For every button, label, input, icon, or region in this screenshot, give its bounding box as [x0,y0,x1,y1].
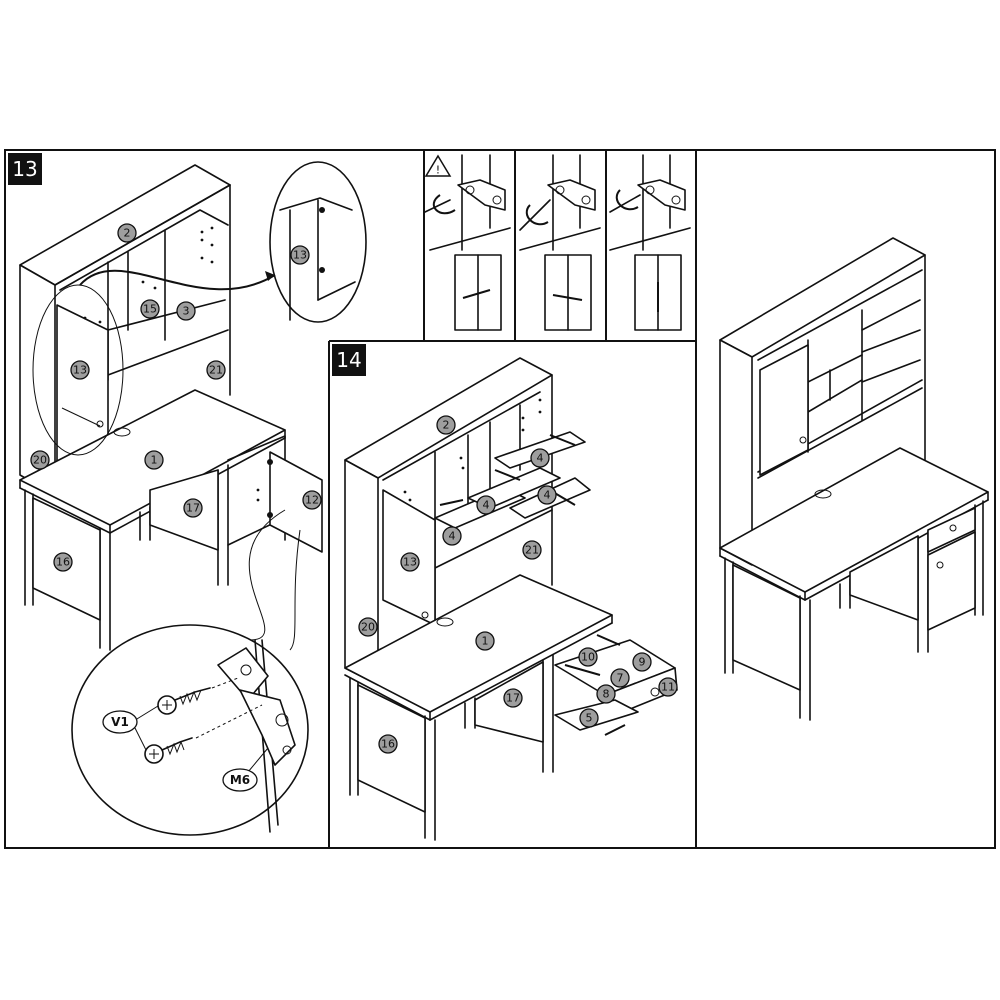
svg-text:13: 13 [73,364,87,377]
hinge-detail-circle-top [269,161,367,323]
step14-desk-drawing [344,357,678,841]
hinge-adjust-up-down [609,154,691,331]
m6-text: M6 [230,773,250,787]
step14-callout-11: 11 [658,677,678,697]
step-13-badge: 13 [8,153,42,185]
hinge-detail-circle-bottom [71,509,309,836]
step14-callout-10: 10 [578,647,598,667]
step13-callout-15: 15 [140,299,160,319]
step13-callout-3: 3 [176,301,196,321]
svg-text:4: 4 [544,489,551,502]
step14-callout-4b: 4 [476,495,496,515]
v1-text: V1 [111,715,129,729]
step14-callout-17: 17 [503,688,523,708]
step13-callout-20: 20 [30,450,50,470]
svg-text:20: 20 [361,621,375,634]
step14-callout-2: 2 [436,415,456,435]
step13-callout-12: 12 [302,490,322,510]
step14-callout-9: 9 [632,652,652,672]
screw-top [157,687,211,715]
detail-callout-13: 13 [290,245,310,265]
svg-text:7: 7 [617,672,624,685]
svg-text:9: 9 [639,656,646,669]
svg-text:13: 13 [293,249,307,262]
final-assembled-desk [719,237,989,721]
svg-text:21: 21 [525,544,539,557]
step13-callout-21: 21 [206,360,226,380]
step13-callout-16: 16 [53,552,73,572]
step-14-badge: 14 [332,344,366,376]
svg-text:4: 4 [449,530,456,543]
detail-pointer-arrow [79,269,276,291]
svg-text:15: 15 [143,303,157,316]
svg-text:13: 13 [403,556,417,569]
svg-text:20: 20 [33,454,47,467]
step13-callout-13: 13 [70,360,90,380]
door-detail-ellipse [32,284,124,456]
svg-text:10: 10 [581,651,595,664]
svg-text:12: 12 [305,494,319,507]
step14-callout-4c: 4 [537,485,557,505]
svg-text:5: 5 [586,712,593,725]
svg-text:4: 4 [537,452,544,465]
m6-label: M6 [222,768,258,792]
svg-text:17: 17 [506,692,520,705]
step14-callout-4a: 4 [530,448,550,468]
step14-callout-16: 16 [378,734,398,754]
svg-text:11: 11 [661,681,675,694]
svg-text:3: 3 [183,305,190,318]
step13-callout-2: 2 [117,223,137,243]
svg-text:1: 1 [482,635,489,648]
svg-text:8: 8 [603,688,610,701]
svg-text:1: 1 [151,454,158,467]
svg-text:!: ! [436,164,440,177]
svg-text:2: 2 [443,419,450,432]
screw-bottom [144,737,193,764]
svg-text:16: 16 [381,738,395,751]
step-13-number: 13 [12,157,37,181]
svg-text:2: 2 [124,227,131,240]
hinge-adjust-depth [519,154,601,331]
svg-text:4: 4 [483,499,490,512]
v1-label: V1 [102,710,138,734]
svg-text:16: 16 [56,556,70,569]
detail-arrowhead [265,271,275,281]
step14-callout-5: 5 [579,708,599,728]
step13-callout-1: 1 [144,450,164,470]
step14-callout-20: 20 [358,617,378,637]
step14-callout-8: 8 [596,684,616,704]
step-14-number: 14 [336,348,361,372]
hinge-adjust-left-right [424,154,511,331]
svg-text:17: 17 [186,502,200,515]
step14-callout-13: 13 [400,552,420,572]
step13-callout-17: 17 [183,498,203,518]
step14-callout-1: 1 [475,631,495,651]
warning-triangle-icon: ! [424,154,452,177]
svg-text:21: 21 [209,364,223,377]
step14-callout-4d: 4 [442,526,462,546]
hinge-adjust-panel: ! [423,149,697,342]
step13-desk-drawing [19,164,323,651]
step14-callout-21: 21 [522,540,542,560]
step14-callout-7: 7 [610,668,630,688]
